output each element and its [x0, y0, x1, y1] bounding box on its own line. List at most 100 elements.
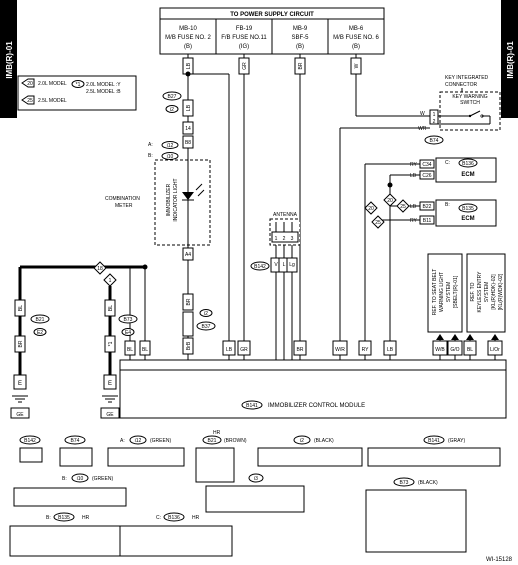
svg-text:BL: BL	[108, 305, 114, 311]
mid-connector: i2 B37 BrB	[182, 309, 216, 360]
svg-text:1: 1	[275, 236, 278, 242]
svg-text:B141: B141	[428, 438, 440, 444]
svg-text:RY: RY	[410, 218, 418, 224]
svg-text:HR: HR	[82, 515, 90, 521]
svg-text:LB: LB	[410, 204, 417, 210]
svg-text:C26: C26	[422, 173, 431, 179]
svg-text:B142: B142	[254, 264, 266, 270]
svg-text:INDICATOR LIGHT: INDICATOR LIGHT	[173, 178, 179, 221]
svg-text:14: 14	[185, 126, 191, 132]
svg-text:GR: GR	[242, 62, 248, 70]
svg-text:C:: C:	[445, 160, 450, 166]
svg-text:W/R: W/R	[335, 347, 345, 353]
svg-text:L: L	[283, 262, 286, 268]
svg-text:GE: GE	[106, 412, 114, 418]
svg-text:A:: A:	[148, 142, 153, 148]
svg-text:GR: GR	[240, 347, 248, 353]
svg-text:BL: BL	[142, 347, 148, 353]
antenna: ANTENNA 1 2 3 B142 V L Lg	[250, 212, 301, 360]
svg-text:IMMOBILIZER: IMMOBILIZER	[166, 183, 172, 216]
svg-text:B135: B135	[462, 206, 474, 212]
svg-text:*1: *1	[108, 341, 114, 346]
svg-text:i12: i12	[135, 438, 142, 444]
svg-text:2.5L MODEL :B: 2.5L MODEL :B	[86, 89, 121, 95]
svg-text:C34: C34	[422, 162, 431, 168]
svg-text:(GREEN): (GREEN)	[92, 476, 113, 482]
svg-text:A:: A:	[120, 438, 125, 444]
svg-text:WARNING LIGHT: WARNING LIGHT	[439, 272, 445, 312]
svg-text:B27: B27	[168, 94, 177, 100]
svg-text:SYSTEM: SYSTEM	[484, 282, 490, 303]
svg-text:[SBELT(R)-01]: [SBELT(R)-01]	[453, 275, 459, 308]
svg-text:COMBINATION: COMBINATION	[105, 196, 140, 202]
svg-text:2.5L MODEL: 2.5L MODEL	[38, 98, 67, 104]
svg-text:RY: RY	[410, 162, 418, 168]
svg-text:2.0L MODEL :Y: 2.0L MODEL :Y	[86, 82, 121, 88]
svg-text:W: W	[354, 63, 360, 68]
svg-text:BL: BL	[18, 305, 24, 311]
svg-text:F/B FUSE NO.11: F/B FUSE NO.11	[221, 35, 267, 41]
side-tab-left: IMB(R)-01	[0, 0, 17, 118]
svg-text:2.0L MODEL: 2.0L MODEL	[38, 81, 67, 87]
svg-text:20: 20	[27, 81, 33, 87]
svg-text:IMMOBILIZER CONTROL MODULE: IMMOBILIZER CONTROL MODULE	[268, 403, 365, 409]
svg-text:BR: BR	[18, 340, 24, 347]
svg-text:G/O: G/O	[450, 347, 459, 353]
svg-text:BrB: BrB	[186, 341, 192, 350]
svg-text:2: 2	[283, 236, 286, 242]
svg-text:B:: B:	[62, 476, 67, 482]
svg-text:BR: BR	[297, 347, 304, 353]
svg-text:IMB(R)-01: IMB(R)-01	[5, 41, 14, 79]
svg-text:MB-10: MB-10	[179, 26, 197, 32]
svg-text:i2: i2	[300, 438, 304, 444]
svg-text:i2: i2	[170, 107, 174, 113]
ground-mid: 18 1 B73 E4 BL *1 E GE	[93, 261, 138, 419]
svg-text:(GREEN): (GREEN)	[150, 438, 171, 444]
svg-text:WR: WR	[418, 126, 427, 132]
svg-text:E: E	[18, 381, 22, 387]
svg-text:[KL(R)WDK)-02]: [KL(R)WDK)-02]	[498, 273, 504, 310]
svg-text:LB: LB	[186, 104, 192, 111]
svg-text:CONNECTOR: CONNECTOR	[445, 82, 478, 88]
svg-text:B74: B74	[430, 138, 439, 144]
side-tab-right: IMB(R)-01	[501, 0, 518, 118]
svg-text:LB: LB	[410, 173, 417, 179]
svg-text:Lg: Lg	[289, 262, 295, 268]
svg-text:B11: B11	[423, 218, 432, 224]
svg-text:[KL(R)HDK)-02]: [KL(R)HDK)-02]	[491, 274, 497, 310]
svg-text:LB: LB	[387, 347, 394, 353]
power-wires: LB GR BR W	[182, 54, 430, 360]
svg-text:(BROWN): (BROWN)	[224, 438, 247, 444]
svg-text:20: 20	[368, 206, 374, 212]
svg-text:E: E	[108, 381, 112, 387]
svg-text:(B): (B)	[184, 44, 192, 50]
reference-notes: REF. TO SEAT BELT WARNING LIGHT SYSTEM […	[427, 253, 506, 360]
svg-text:ECM: ECM	[461, 216, 474, 222]
svg-text:ANTENNA: ANTENNA	[273, 212, 298, 218]
svg-text:B21: B21	[208, 438, 217, 444]
svg-text:C:: C:	[156, 515, 161, 521]
svg-text:i10: i10	[167, 154, 174, 160]
svg-text:B74: B74	[71, 438, 80, 444]
figure-code: WI-15128	[486, 557, 513, 563]
svg-text:B:: B:	[148, 153, 153, 159]
svg-text:25: 25	[400, 204, 406, 210]
svg-text:3: 3	[291, 236, 294, 242]
svg-text:1: 1	[433, 112, 436, 118]
svg-text:(IG): (IG)	[239, 44, 249, 50]
svg-text:MB-9: MB-9	[293, 26, 308, 32]
svg-text:KEYLESS ENTRY: KEYLESS ENTRY	[477, 271, 483, 313]
svg-text:KEY INTEGRATED: KEY INTEGRATED	[445, 75, 489, 81]
svg-text:REF. TO SEAT BELT: REF. TO SEAT BELT	[432, 269, 438, 316]
svg-text:B:: B:	[445, 202, 450, 208]
svg-text:i3: i3	[254, 476, 258, 482]
ground-left: B21 E2 BL BR E GE	[10, 264, 148, 419]
ecm-connectors: C: B136 ECM C34 C26 RY LB B: B135 ECM B2…	[364, 157, 497, 360]
svg-text:20: 20	[387, 198, 393, 204]
svg-text:BL: BL	[127, 347, 133, 353]
svg-text:B:: B:	[46, 515, 51, 521]
immobilizer-module: B141 IMMOBILIZER CONTROL MODULE	[119, 359, 507, 419]
svg-text:(B): (B)	[296, 44, 304, 50]
svg-text:B136: B136	[462, 161, 474, 167]
